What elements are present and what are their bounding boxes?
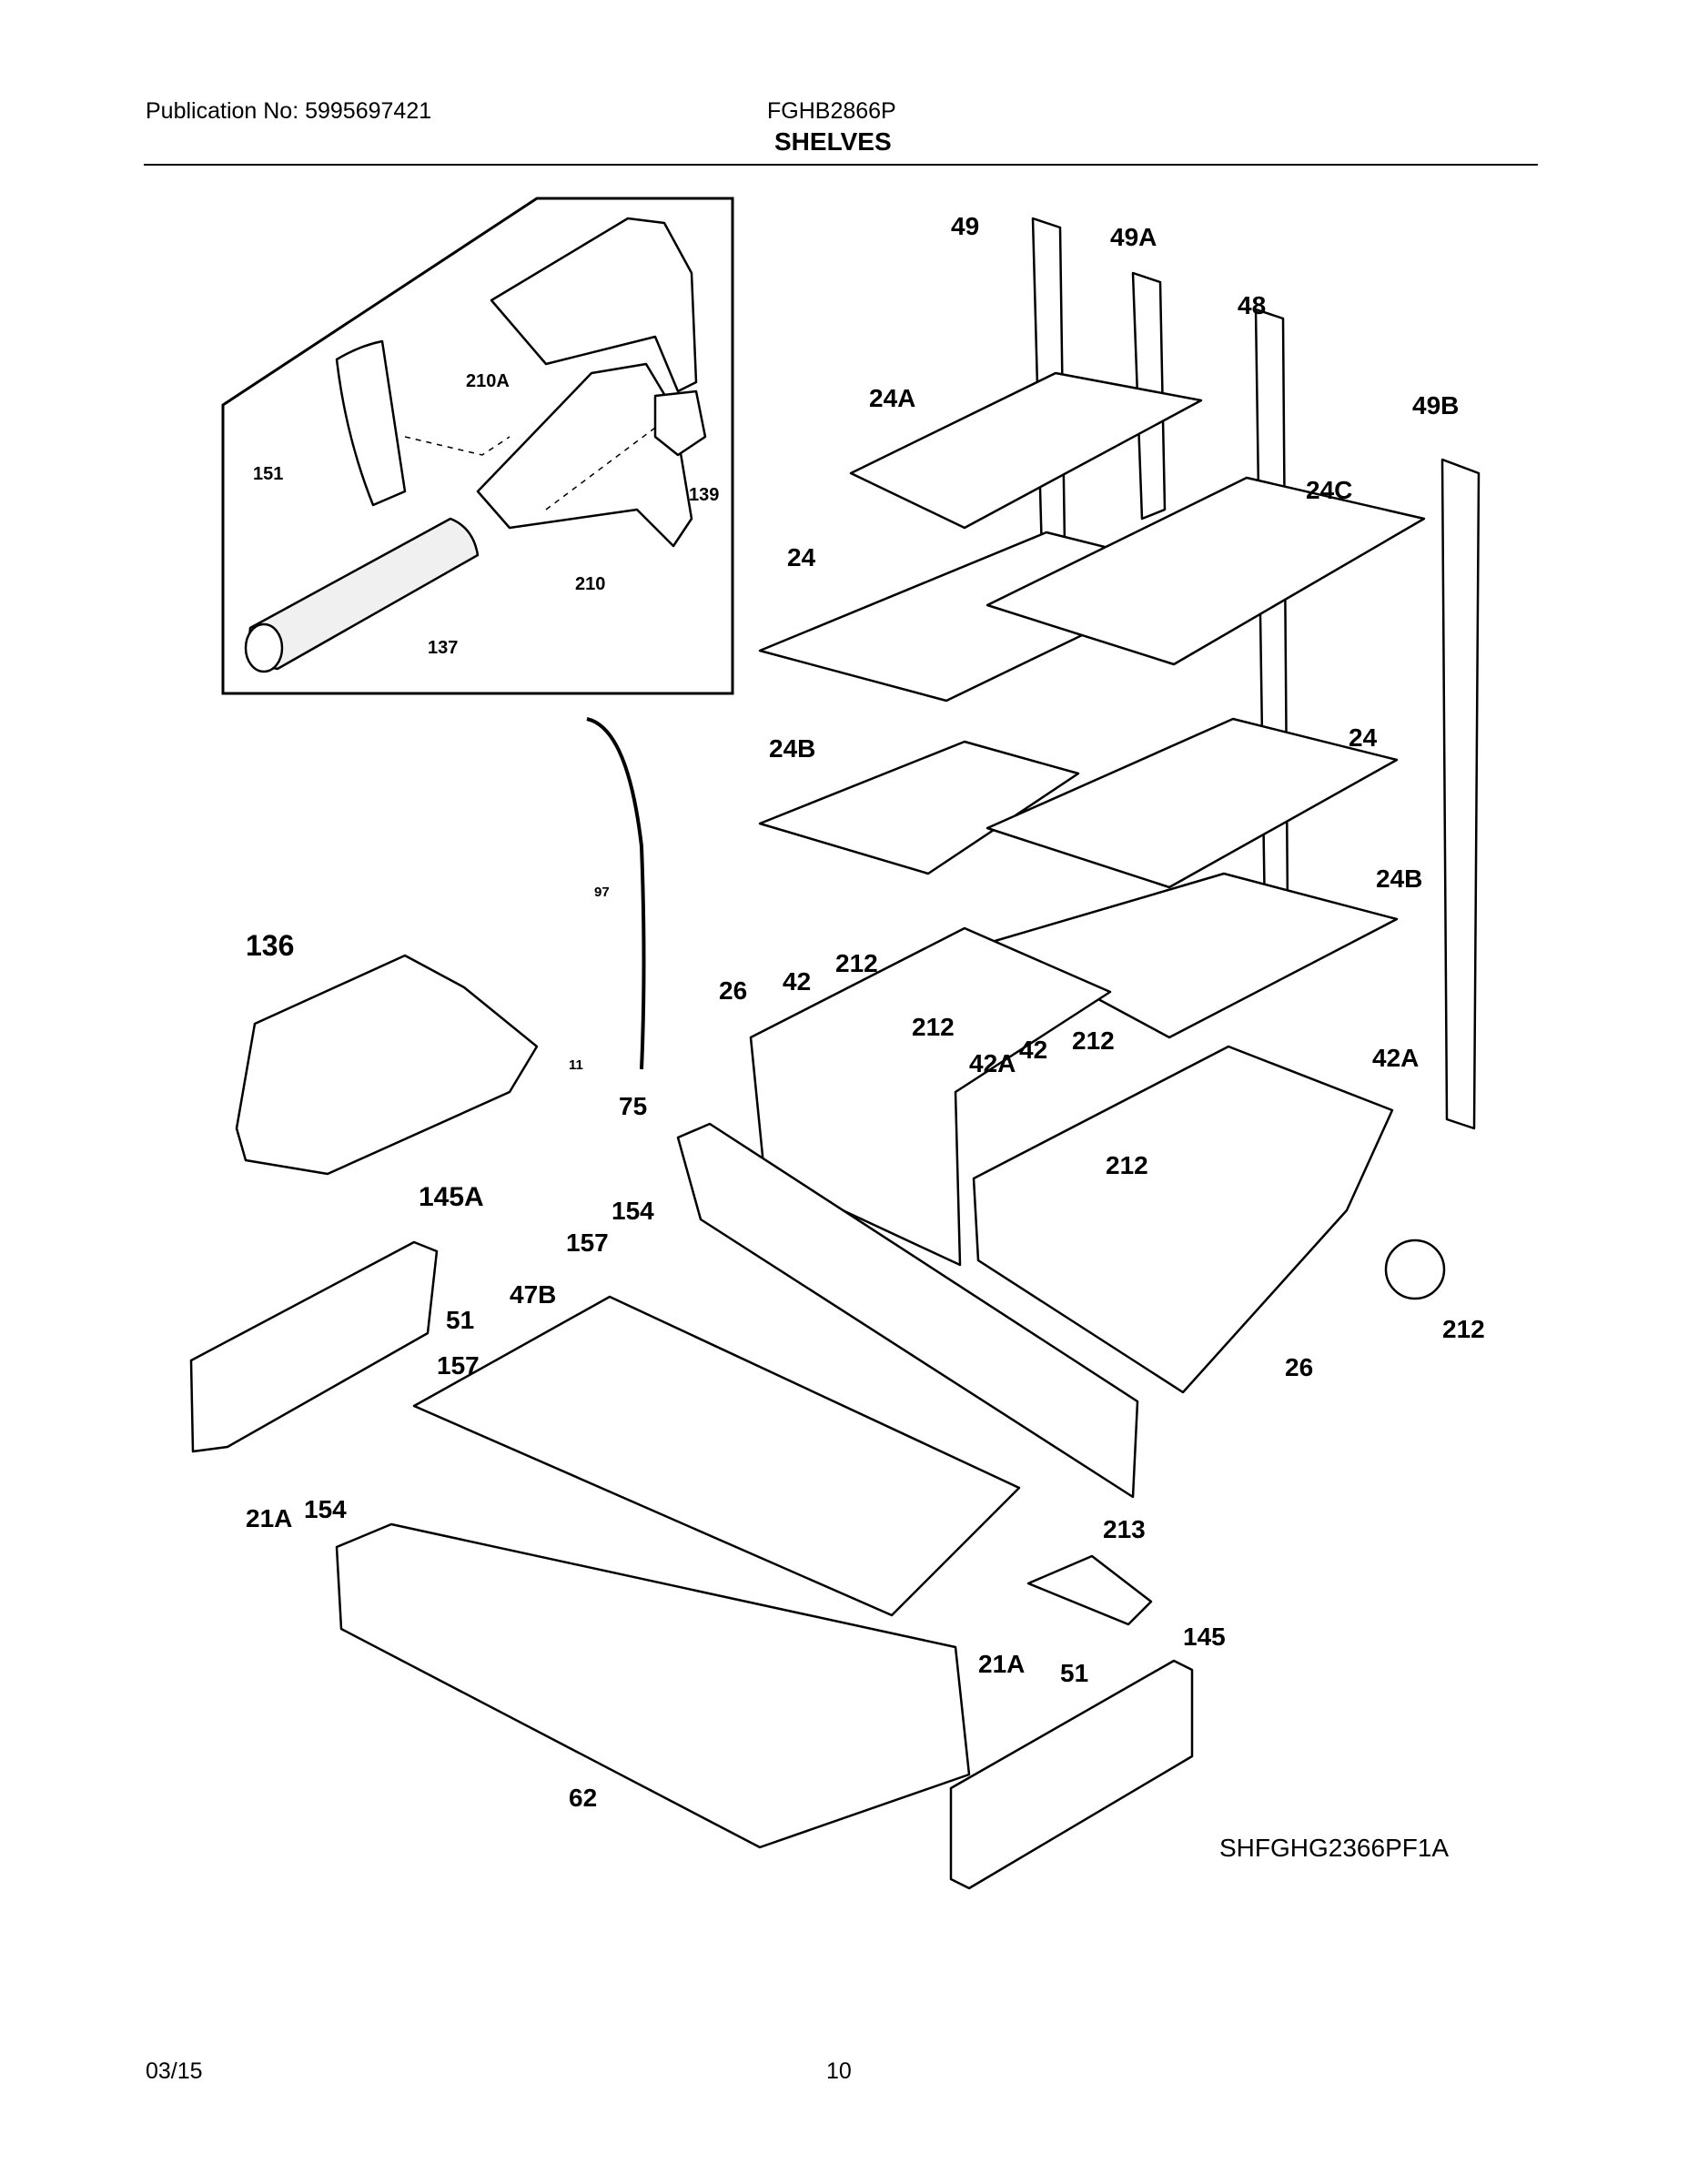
callout-label: 42 bbox=[783, 967, 811, 996]
callout-label: 210 bbox=[575, 574, 605, 594]
callout-label: 145 bbox=[1183, 1623, 1226, 1651]
cover-213 bbox=[1026, 1554, 1153, 1626]
callout-label: 49 bbox=[951, 212, 979, 240]
callout-label: 154 bbox=[612, 1197, 654, 1225]
callout-label: 212 bbox=[912, 1013, 955, 1041]
crisper-drawers bbox=[749, 926, 1394, 1394]
callout-label: 42 bbox=[1019, 1036, 1047, 1064]
clip-212-detail bbox=[1384, 1239, 1446, 1300]
callout-label: 42A bbox=[1372, 1044, 1419, 1072]
callout-label: 21A bbox=[978, 1650, 1025, 1678]
callout-label: 47B bbox=[510, 1280, 556, 1309]
callout-label: 157 bbox=[437, 1351, 480, 1380]
glass-shelves bbox=[758, 371, 1426, 1039]
callout-label: 62 bbox=[569, 1784, 597, 1812]
crisper-cover bbox=[676, 1122, 1139, 1499]
part-callouts: 49 49A 48 49B 24A 24C 24 24 24B 24B 151 … bbox=[246, 212, 1485, 1812]
callout-label: 11 bbox=[569, 1057, 583, 1073]
page-number: 10 bbox=[826, 2058, 852, 2084]
callout-label: 145A bbox=[419, 1182, 484, 1212]
callout-label: 21A bbox=[246, 1504, 292, 1532]
side-panel-145a bbox=[189, 1240, 439, 1453]
callout-label: 24 bbox=[787, 543, 816, 571]
callout-label: 151 bbox=[253, 464, 283, 484]
callout-label: 42A bbox=[969, 1049, 1016, 1077]
callout-label: 24C bbox=[1306, 476, 1352, 504]
water-tube bbox=[586, 717, 646, 1070]
callout-label: 213 bbox=[1103, 1515, 1146, 1543]
callout-label: 97 bbox=[594, 885, 610, 900]
callout-label: 75 bbox=[619, 1092, 647, 1120]
pantry-cover bbox=[235, 954, 539, 1176]
water-filter-inset bbox=[221, 197, 734, 695]
callout-label: 154 bbox=[304, 1495, 347, 1523]
callout-label: 212 bbox=[1072, 1026, 1115, 1055]
diagram-code: SHFGHG2366PF1A bbox=[1219, 1834, 1450, 1862]
publication-number: Publication No: 5995697421 bbox=[146, 98, 432, 124]
publication-date: 03/15 bbox=[146, 2058, 203, 2084]
callout-label: 26 bbox=[1285, 1353, 1313, 1381]
callout-label: 51 bbox=[446, 1306, 474, 1334]
callout-label: 212 bbox=[1106, 1151, 1148, 1179]
callout-label: 212 bbox=[835, 949, 878, 977]
callout-label: 210A bbox=[466, 371, 510, 391]
callout-label: 157 bbox=[566, 1228, 609, 1257]
glass-47b bbox=[412, 1295, 1021, 1617]
callout-label: 212 bbox=[1442, 1315, 1485, 1343]
side-panel-145 bbox=[949, 1659, 1194, 1890]
callout-label: 139 bbox=[689, 485, 719, 505]
callout-label: 48 bbox=[1238, 291, 1266, 319]
section-title: SHELVES bbox=[774, 127, 892, 156]
callout-label: 51 bbox=[1060, 1659, 1088, 1687]
deli-drawer bbox=[335, 1522, 971, 1849]
header-rule bbox=[144, 164, 1538, 166]
callout-label: 137 bbox=[428, 638, 458, 658]
callout-label: 26 bbox=[719, 976, 747, 1005]
callout-label: 24A bbox=[869, 384, 915, 412]
callout-label: 136 bbox=[246, 929, 294, 962]
callout-label: 24B bbox=[769, 734, 815, 763]
model-number: FGHB2866P bbox=[767, 98, 896, 124]
callout-label: 49A bbox=[1110, 223, 1157, 251]
callout-label: 49B bbox=[1412, 391, 1459, 420]
callout-label: 24 bbox=[1349, 723, 1378, 752]
callout-label: 24B bbox=[1376, 864, 1422, 893]
